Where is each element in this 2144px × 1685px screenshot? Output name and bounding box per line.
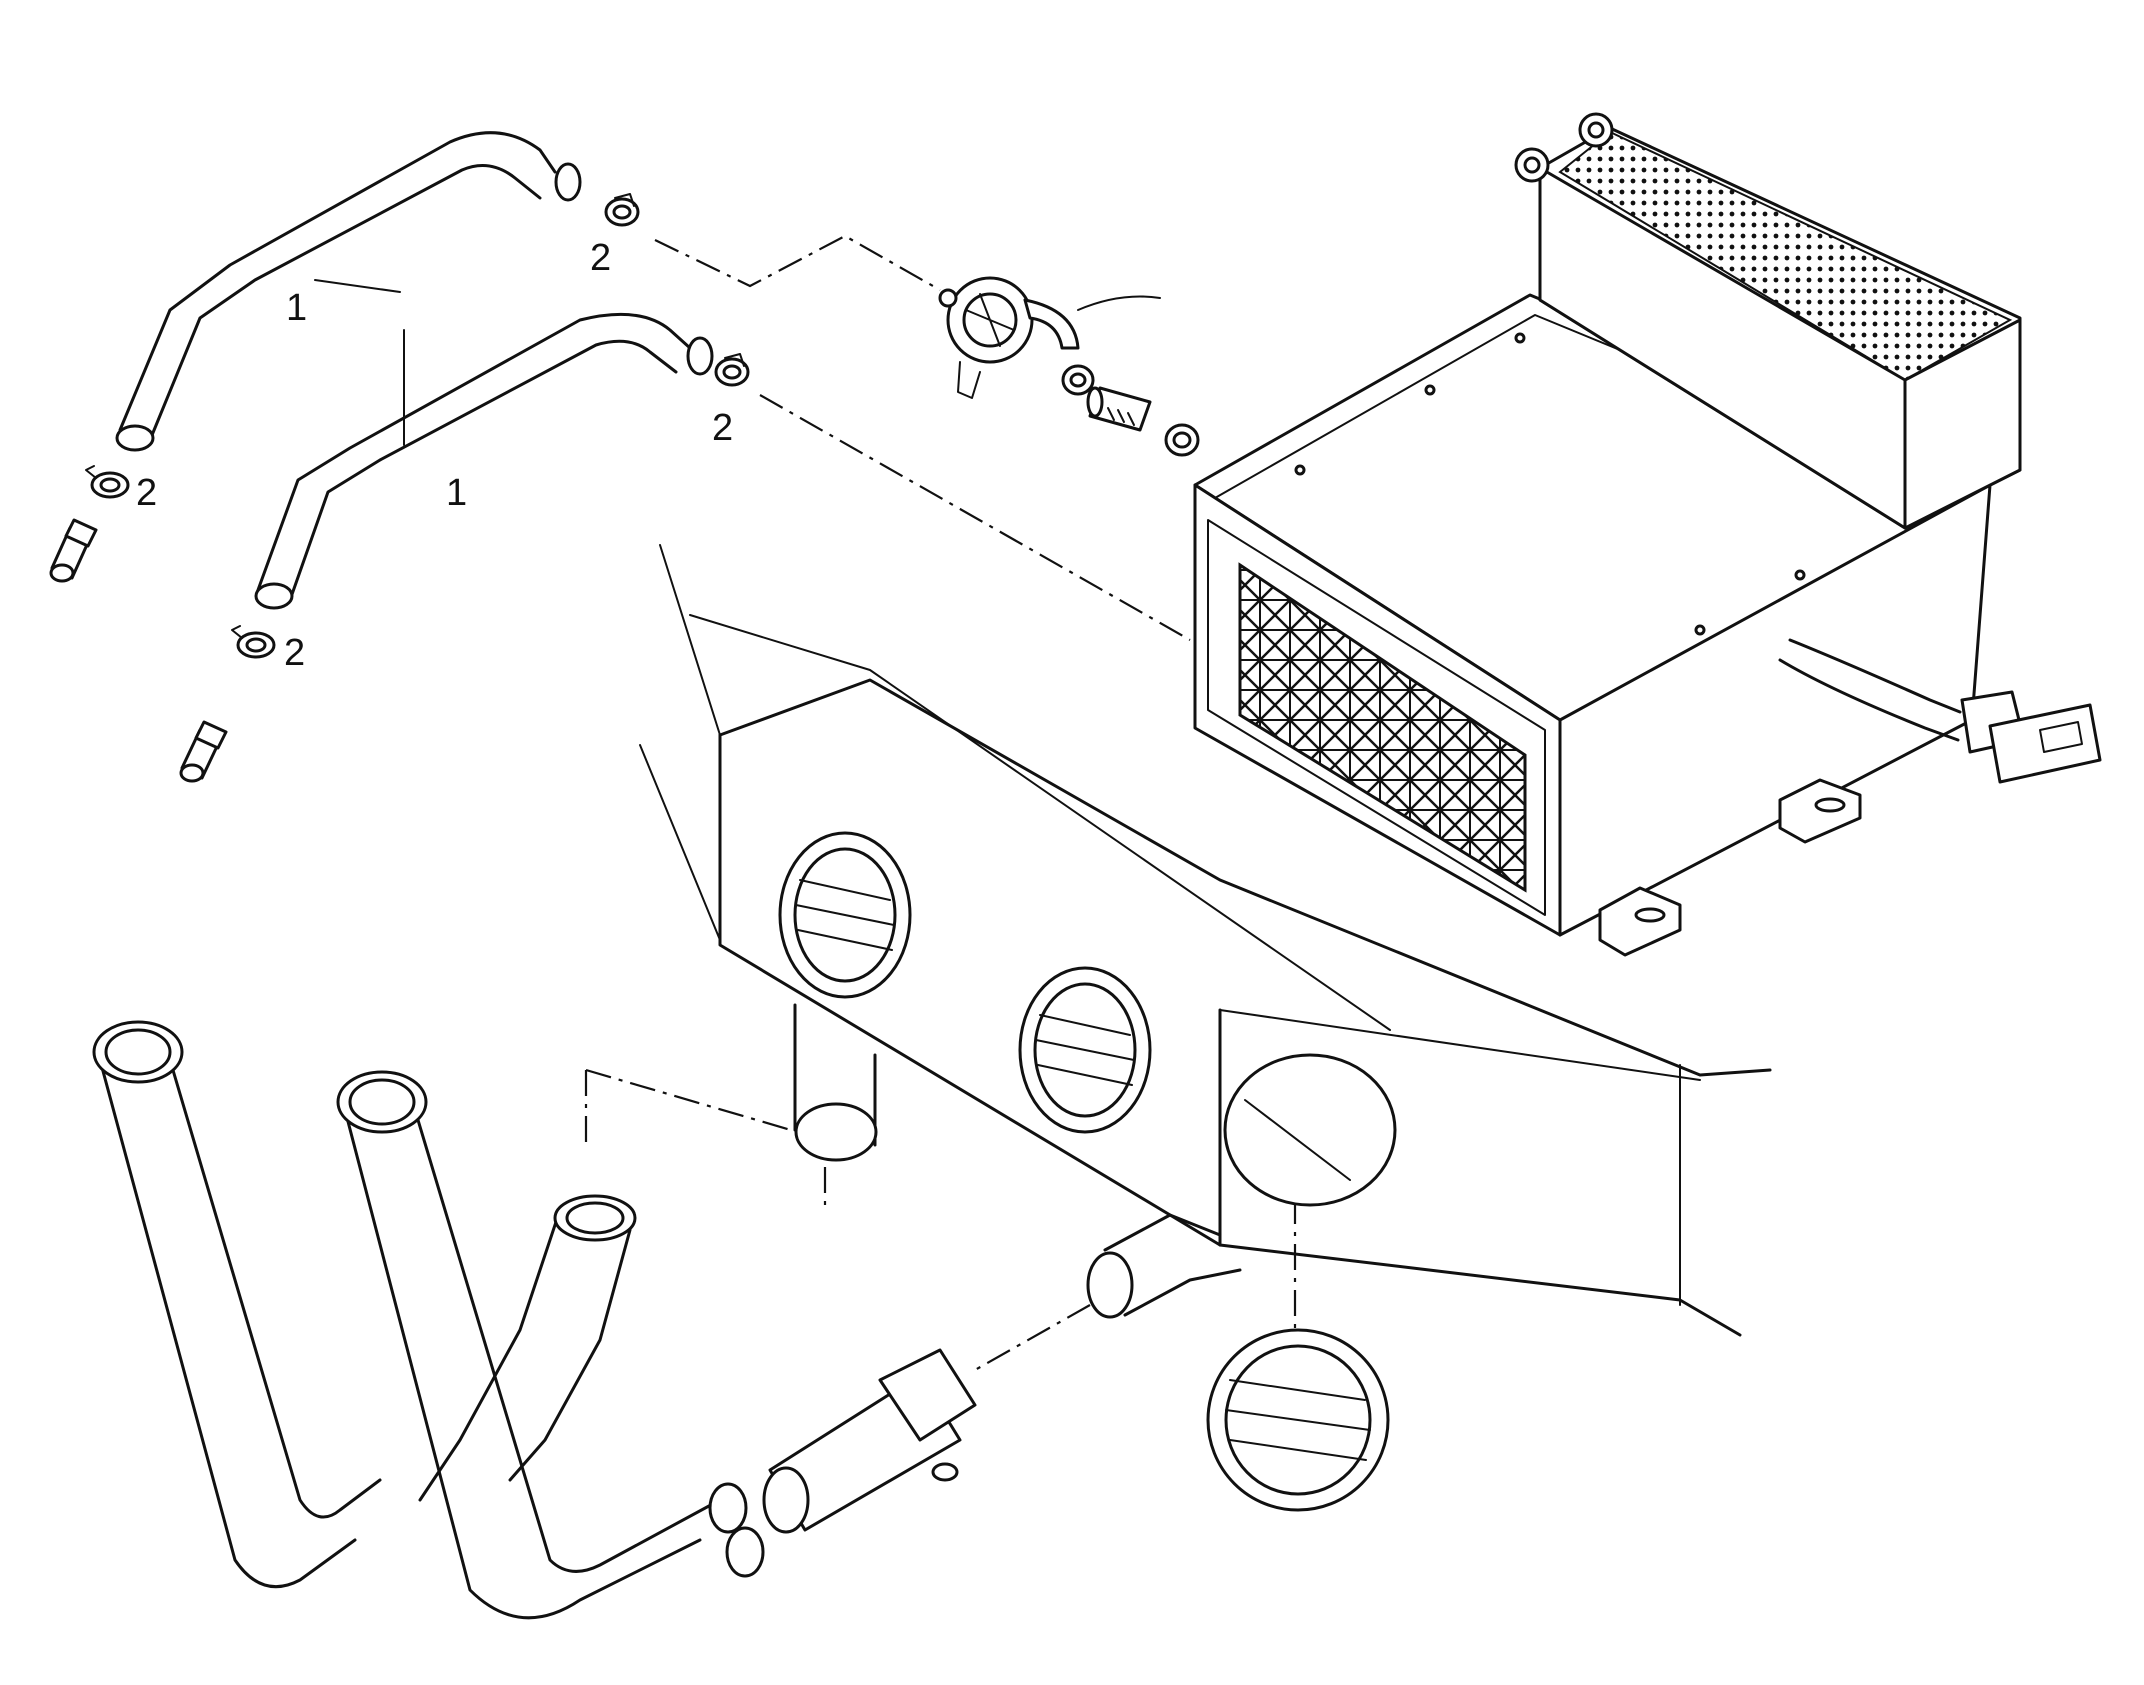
water-valve: [938, 276, 1161, 399]
connector-tube: [1086, 386, 1152, 432]
valve-clamp-1: [1061, 364, 1095, 396]
callout-hose-upper: 1: [286, 287, 307, 329]
leader-lines: [314, 279, 405, 446]
heater-unit: [1193, 112, 2102, 957]
air-vent-left: [778, 831, 912, 999]
pipe-fitting-upper: [49, 518, 98, 583]
air-duct: [639, 544, 1772, 1337]
coolant-pipe-left: [92, 1020, 382, 1589]
callout-clamp-top: 2: [590, 237, 611, 279]
hose-clamp-top: [604, 193, 640, 227]
coolant-elbow-pipe: [418, 1194, 637, 1502]
heater-hose-lower: [254, 312, 714, 610]
callout-clamp-left-lower: 2: [284, 632, 305, 674]
valve-clamp-2: [1164, 423, 1200, 457]
callout-clamp-mid: 2: [712, 407, 733, 449]
pipe-fitting-lower: [179, 720, 228, 783]
coolant-pipe-right: [336, 1070, 765, 1620]
callout-hose-lower: 1: [446, 472, 467, 514]
heater-hose-upper: [115, 131, 582, 452]
callout-clamp-left-upper: 2: [136, 472, 157, 514]
hose-clamp-left-lower: [231, 625, 276, 659]
air-vent-center: [1018, 966, 1152, 1134]
inline-connector-hose: [762, 1348, 977, 1534]
hose-clamp-mid: [714, 353, 750, 387]
hose-clamp-left-upper: [85, 465, 130, 499]
center-lines: [584, 234, 1297, 1371]
air-vent-loose: [1206, 1328, 1390, 1512]
